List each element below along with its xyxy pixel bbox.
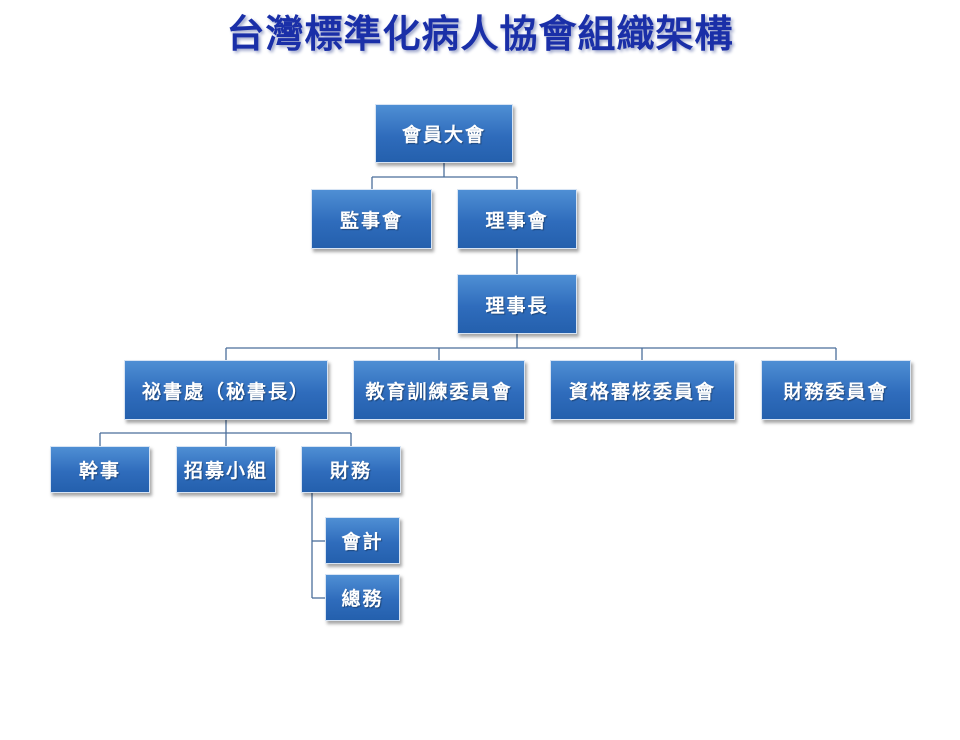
node-staff: 幹事 bbox=[50, 446, 150, 493]
node-education-committee: 教育訓練委員會 bbox=[353, 360, 525, 420]
node-secretariat: 祕書處（秘書長） bbox=[124, 360, 328, 420]
node-accounting: 會計 bbox=[325, 517, 400, 564]
node-general-assembly: 會員大會 bbox=[375, 104, 513, 163]
node-finance-committee: 財務委員會 bbox=[761, 360, 911, 420]
node-supervisors: 監事會 bbox=[311, 189, 432, 249]
node-recruit-team: 招募小組 bbox=[176, 446, 276, 493]
node-general-affairs: 總務 bbox=[325, 574, 400, 621]
node-finance: 財務 bbox=[301, 446, 401, 493]
page-title: 台灣標準化病人協會組織架構 bbox=[226, 12, 734, 56]
node-board-of-directors: 理事會 bbox=[457, 189, 577, 249]
node-chairman: 理事長 bbox=[457, 274, 577, 334]
node-qualification-committee: 資格審核委員會 bbox=[550, 360, 735, 420]
